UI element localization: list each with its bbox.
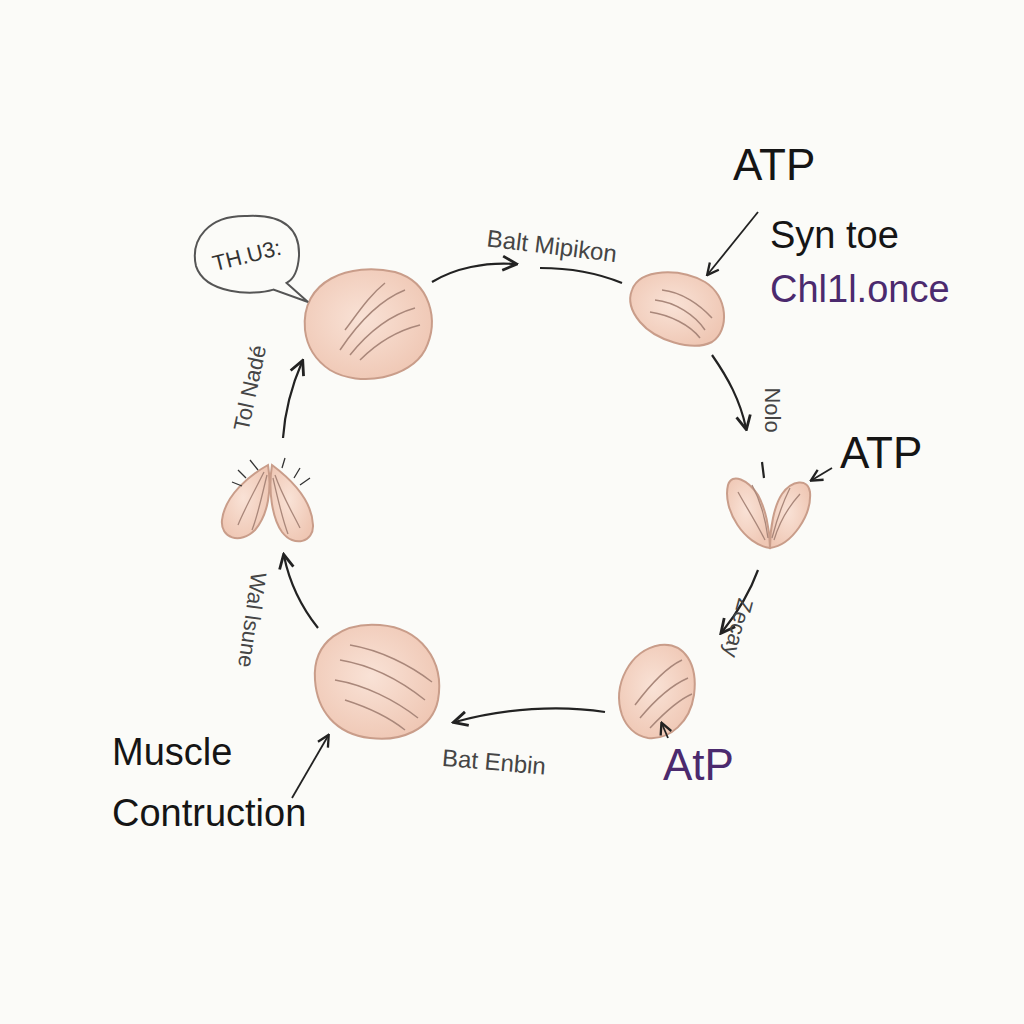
cycle-arrow	[283, 264, 764, 722]
arc-label: Zecay	[718, 596, 758, 660]
atp-label: ATP	[733, 140, 815, 191]
arc-label: Tol Nadé	[229, 343, 272, 433]
arc-label: Bat Enbin	[441, 744, 547, 781]
leader-arrow	[292, 212, 832, 798]
muscle-blob	[630, 272, 724, 345]
muscle-blob	[222, 458, 313, 541]
atp-label: ATP	[840, 428, 922, 479]
muscle-blob	[305, 269, 432, 379]
arc-label: Wal lsune	[233, 571, 271, 669]
muscle-blob	[727, 478, 810, 548]
muscle-blob	[315, 625, 439, 739]
speech-bubble: TH.U3:	[192, 214, 302, 298]
arc-label: Balt Mipikon	[485, 224, 618, 267]
annotation-text: Muscle Contruction	[112, 722, 352, 844]
muscle-blob	[619, 645, 694, 738]
annotation-text: Syn toe	[770, 214, 899, 258]
arc-label: Nolo	[759, 387, 784, 432]
atp-label: AtP	[663, 740, 734, 791]
annotation-text: Chl1l.once	[770, 268, 950, 312]
